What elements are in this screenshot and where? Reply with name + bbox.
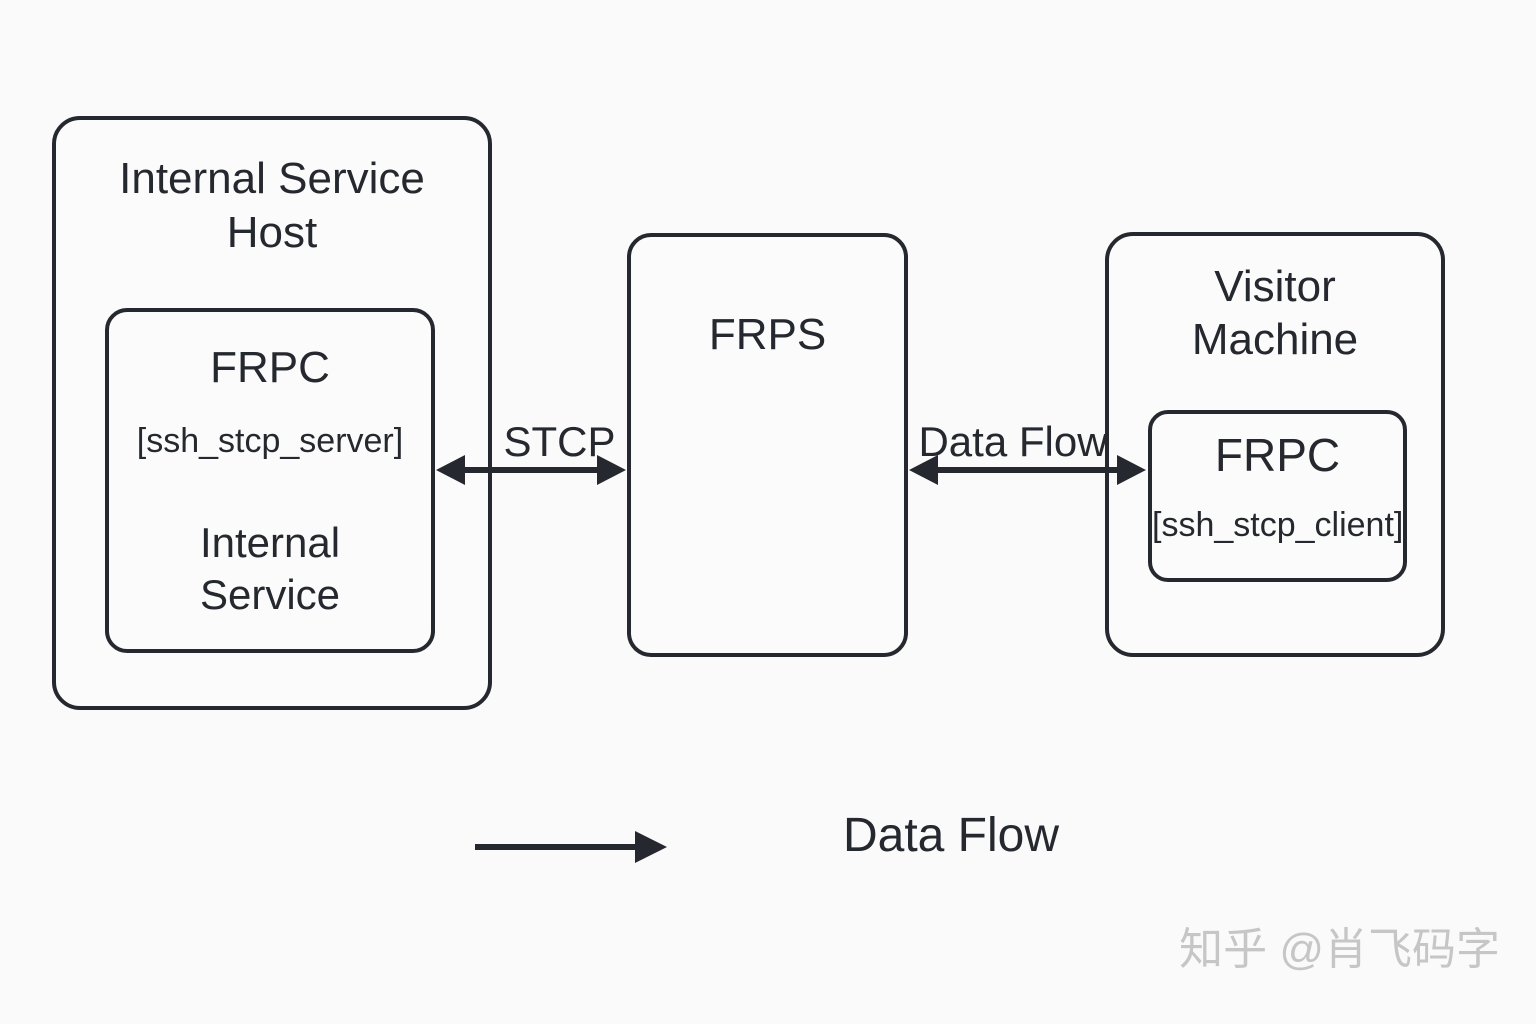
internal-service-label-line2: Service (199, 571, 341, 618)
visitor-machine-title-line2: Machine (1191, 315, 1359, 364)
node-internal-service-host: Internal Service Host FRPC [ssh_stcp_ser… (52, 116, 492, 710)
internal-service-host-title-line2: Host (226, 208, 318, 257)
internal-service-label: Internal Service (109, 517, 431, 621)
data-flow-edge-label: Data Flow (918, 418, 1108, 465)
node-visitor-machine: Visitor Machine FRPC [ssh_stcp_client] (1105, 232, 1445, 657)
data-flow-connector-double-arrow-icon (909, 455, 1146, 485)
frpc-client-name: FRPC (1214, 429, 1341, 481)
internal-service-host-title-line1: Internal Service (119, 154, 425, 203)
node-frpc-server: FRPC [ssh_stcp_server] Internal Service (105, 308, 435, 653)
stcp-edge-label: STCP (503, 418, 616, 465)
watermark-text: 知乎 @肖飞码字 (1179, 925, 1500, 974)
frpc-server-name: FRPC (210, 343, 330, 392)
frpc-client-proxy-name: [ssh_stcp_client] (1152, 506, 1404, 544)
visitor-machine-title-line1: Visitor (1214, 262, 1336, 311)
legend-right-arrow-icon (475, 831, 667, 863)
node-frpc-client: FRPC [ssh_stcp_client] (1148, 410, 1407, 582)
legend-label: Data Flow (842, 809, 1060, 862)
internal-service-host-title: Internal Service Host (56, 152, 488, 260)
frps-name: FRPS (708, 310, 827, 359)
stcp-connector-double-arrow-icon (436, 455, 626, 485)
internal-service-label-line1: Internal (199, 519, 341, 566)
node-frps: FRPS (627, 233, 908, 657)
frpc-server-proxy-name: [ssh_stcp_server] (136, 422, 404, 460)
visitor-machine-title: Visitor Machine (1109, 260, 1441, 366)
